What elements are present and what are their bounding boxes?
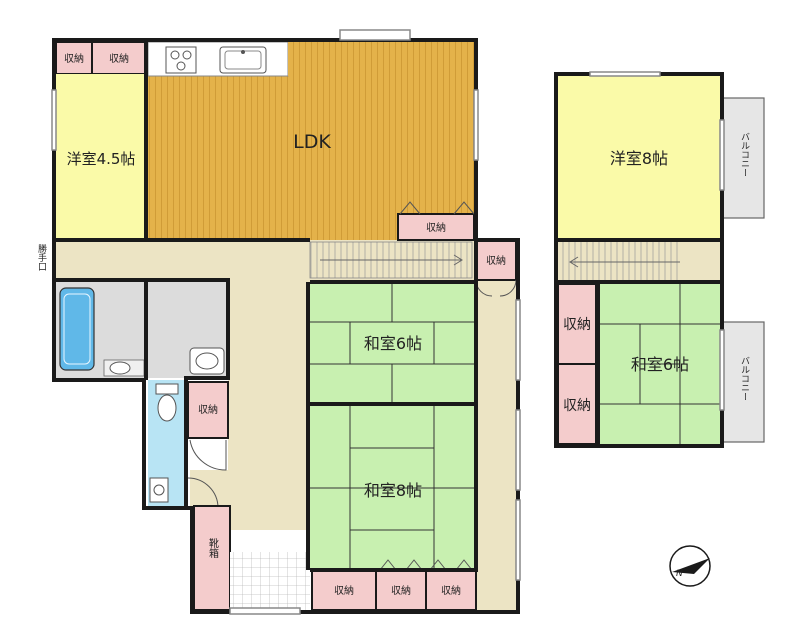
corridor-right: [476, 280, 516, 610]
entrance-tiles: [230, 552, 310, 610]
label-back-door: 勝手口: [36, 243, 47, 271]
washbasin-icon: [189, 347, 225, 375]
label-western-8: 洋室8帖: [610, 149, 668, 168]
walls-main: [52, 38, 520, 614]
storage-ldk-bottom: [397, 213, 475, 241]
toilet-icon-2: [155, 383, 179, 422]
kitchen-floor: [288, 42, 474, 76]
room-western-8: [558, 76, 720, 240]
svg-text:N: N: [676, 569, 683, 579]
stove-icon: [165, 46, 197, 74]
label-japanese-6-up: 和室6帖: [631, 355, 689, 374]
room-western-4-5: [56, 74, 146, 240]
label-ldk: LDK: [293, 131, 331, 153]
bathtub-icon: [59, 287, 95, 371]
sink-icon: [219, 46, 267, 74]
label-shoe-box: 靴箱: [207, 537, 219, 559]
label-storage-3: 収納: [426, 221, 446, 234]
label-storage-2: 収納: [109, 52, 129, 65]
balcony-bottom: [721, 321, 765, 443]
label-japanese-8: 和室8帖: [364, 481, 422, 500]
label-storage-8: 収納: [441, 584, 461, 597]
walls-upper: [554, 72, 724, 448]
label-storage-4: 収納: [486, 254, 506, 267]
label-balcony-top: バルコニー: [739, 132, 750, 177]
compass-icon: N: [669, 545, 711, 587]
label-storage-5: 収納: [198, 403, 218, 416]
balcony-top: [721, 97, 765, 219]
label-storage-6: 収納: [334, 584, 354, 597]
storage-bottom-3: [425, 569, 477, 611]
storage-hall-right: [475, 239, 517, 281]
label-balcony-bottom: バルコニー: [739, 356, 750, 401]
storage-near-toilet: [187, 381, 229, 439]
label-japanese-6-down: 和室6帖: [364, 334, 422, 353]
toilet-icon: [103, 359, 145, 377]
room-japanese-6-down: [310, 282, 474, 404]
room-ldk: [148, 74, 474, 240]
windows-upper: [589, 71, 725, 411]
shoe-box: [193, 505, 231, 611]
label-storage-1: 収納: [64, 52, 84, 65]
room-japanese-6-up: [598, 284, 720, 444]
label-western-4-5: 洋室4.5帖: [67, 150, 136, 168]
label-storage-10: 収納: [563, 398, 591, 414]
room-japanese-8: [310, 406, 474, 570]
label-storage-9: 収納: [563, 317, 591, 333]
label-storage-7: 収納: [391, 584, 411, 597]
windows-main: [51, 29, 521, 615]
